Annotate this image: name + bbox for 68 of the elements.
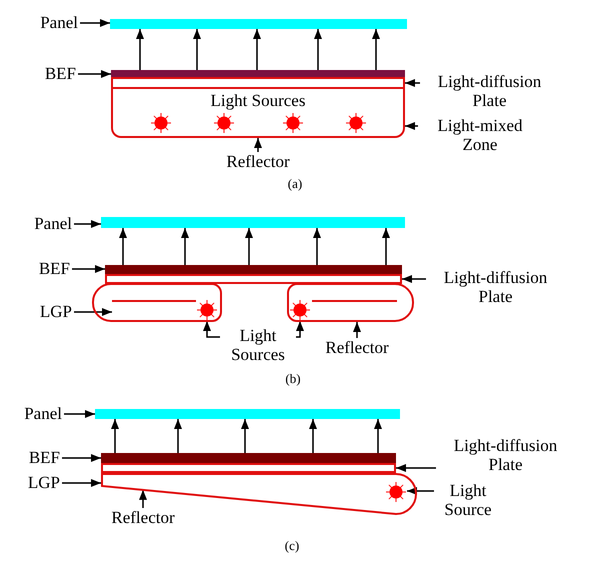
- light-arrow: [111, 419, 119, 453]
- part-label: LGP: [28, 302, 72, 322]
- light-arrow: [245, 228, 253, 265]
- light-source-icon: [289, 299, 311, 321]
- leader-arrow: [353, 322, 361, 338]
- leader-arrow: [74, 220, 101, 228]
- light-arrow: [374, 419, 382, 453]
- light-arrow: [313, 228, 321, 265]
- light-arrow: [181, 228, 189, 265]
- light-arrow: [193, 29, 201, 70]
- leader-arrow: [396, 464, 436, 472]
- light-arrow: [372, 29, 380, 70]
- diffusion-plate: [105, 274, 402, 284]
- part-label: BEF: [14, 448, 60, 468]
- subfigure-label: (a): [286, 176, 304, 191]
- part-label: BEF: [30, 64, 76, 84]
- part-label: Light-mixed Zone: [420, 116, 540, 156]
- part-label: Reflector: [316, 338, 398, 358]
- part-label: Reflector: [102, 508, 184, 528]
- panel-layer: [110, 19, 407, 29]
- bef-film-layer: [105, 265, 402, 274]
- part-label: Light Source: [436, 481, 500, 521]
- leader-arrow: [80, 19, 110, 27]
- light-arrow: [136, 29, 144, 70]
- light-source-icon: [196, 299, 218, 321]
- leader-arrow: [203, 321, 220, 338]
- light-arrow: [119, 228, 127, 265]
- light-arrow: [241, 419, 249, 453]
- leader-arrow: [139, 490, 147, 508]
- part-label: Light Sources: [210, 91, 306, 110]
- leader-arrow: [64, 410, 95, 418]
- part-label: Reflector: [215, 152, 301, 172]
- leader-arrow: [62, 454, 101, 462]
- part-label: Panel: [14, 214, 72, 234]
- light-arrow: [314, 29, 322, 70]
- subfigure-label: (c): [284, 538, 300, 553]
- part-label: Panel: [20, 13, 78, 33]
- leader-arrow: [74, 308, 112, 316]
- light-source-icon: [385, 481, 407, 503]
- reflector-outline: [287, 283, 414, 322]
- part-label: Light-diffusion Plate: [438, 436, 573, 476]
- leader-arrow: [402, 275, 426, 283]
- subfigure-label: (b): [284, 371, 302, 386]
- light-arrow: [253, 29, 261, 70]
- leader-arrow: [62, 479, 101, 487]
- diffusion-plate: [111, 77, 405, 89]
- light-arrow: [309, 419, 317, 453]
- reflector-cavity: [111, 88, 405, 138]
- leader-arrow: [78, 70, 111, 78]
- leader-arrow: [405, 122, 418, 130]
- leader-arrow: [407, 487, 434, 495]
- leader-arrow: [72, 265, 105, 273]
- leader-arrow: [405, 79, 420, 87]
- panel-layer: [101, 217, 405, 228]
- diffusion-plate: [101, 463, 396, 473]
- leader-arrow: [254, 138, 262, 152]
- part-label: Panel: [4, 404, 62, 424]
- part-label: Light-diffusion Plate: [422, 72, 557, 112]
- part-label: Light-diffusion Plate: [428, 268, 563, 308]
- bef-film-layer: [101, 453, 396, 463]
- part-label: Light Sources: [222, 326, 294, 366]
- reflector-outline: [92, 283, 222, 322]
- light-arrow: [382, 228, 390, 265]
- part-label: BEF: [24, 259, 70, 279]
- leader-arrow: [296, 321, 304, 338]
- light-arrow: [174, 419, 182, 453]
- part-label: LGP: [14, 473, 60, 493]
- panel-layer: [95, 409, 400, 419]
